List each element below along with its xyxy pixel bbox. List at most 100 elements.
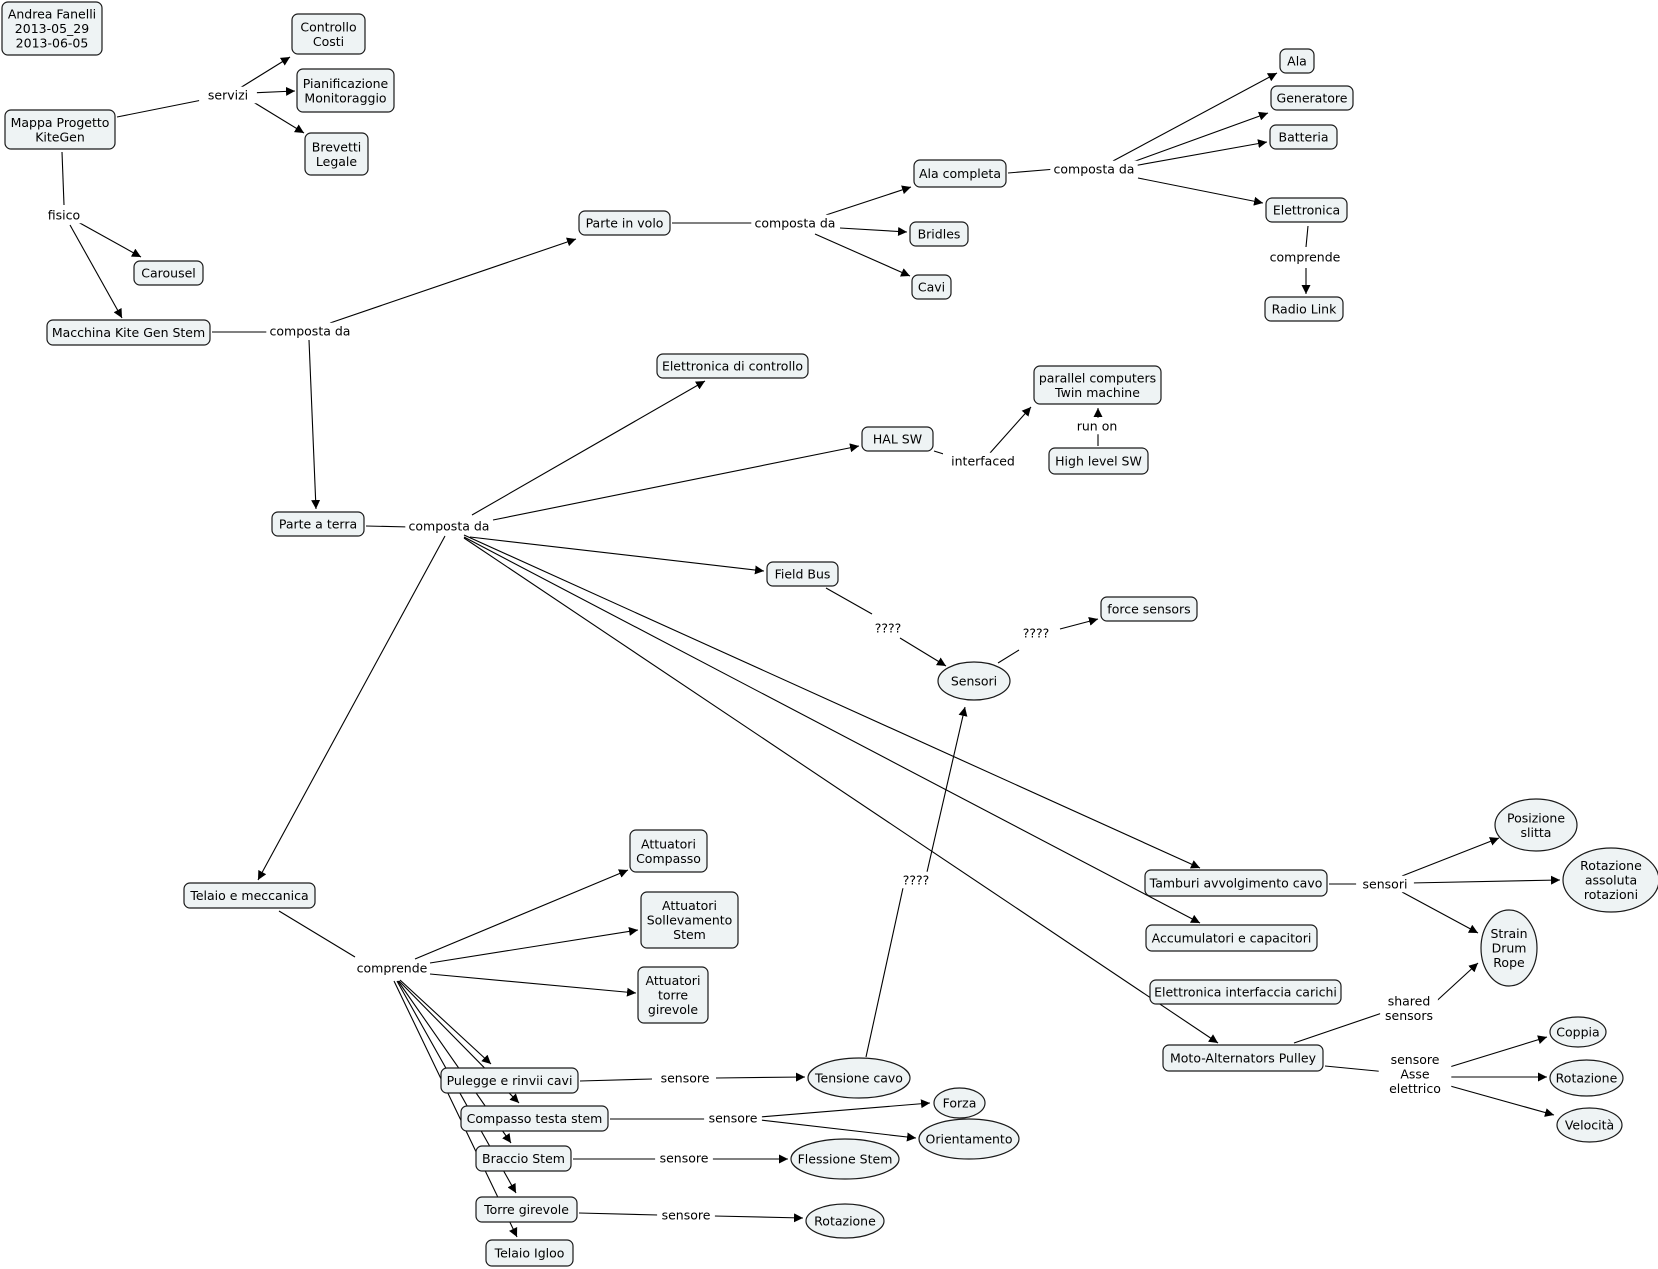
concept-field-bus[interactable]: Field Bus: [766, 561, 839, 587]
connector-line: [116, 98, 208, 118]
concept-shape: [1162, 1044, 1324, 1072]
concept-compasso-testa[interactable]: Compasso testa stem: [460, 1105, 609, 1132]
concept-label: Generatore: [1277, 91, 1348, 106]
concept-shape: [1264, 296, 1344, 322]
linking-phrase-sensore-braccio: sensore: [655, 1149, 713, 1167]
concept-label: Torre girevole: [483, 1202, 569, 1217]
concept-label: Bridles: [918, 227, 961, 242]
concept-shape: [1145, 924, 1318, 952]
linking-phrase-bg: [656, 1069, 714, 1087]
linking-phrase-label: ????: [1023, 626, 1050, 641]
concept-coppia[interactable]: Coppia: [1549, 1016, 1607, 1048]
concept-rotazione-r[interactable]: Rotazione: [1549, 1059, 1624, 1097]
concept-shape: [1269, 124, 1338, 150]
concept-tamburi[interactable]: Tamburi avvolgimento cavo: [1144, 869, 1328, 897]
linking-phrase-sensore-pulegge: sensore: [656, 1069, 714, 1087]
connector-line: [393, 980, 518, 1238]
concept-shape: [4, 109, 116, 150]
concept-flessione[interactable]: Flessione Stem: [790, 1138, 900, 1180]
concept-shape: [807, 1057, 911, 1099]
linking-phrase-label: fisico: [48, 208, 80, 223]
concept-shape: [913, 159, 1007, 188]
concept-label: Velocità: [1565, 1118, 1614, 1133]
concept-label: Carousel: [141, 266, 196, 281]
concept-label: Elettronica di controllo: [662, 359, 803, 374]
concept-hal-sw[interactable]: HAL SW: [861, 426, 934, 452]
connector-line: [1059, 616, 1099, 630]
connector-line: [713, 1213, 804, 1223]
connector-line: [759, 1119, 917, 1142]
linking-phrase-q-force: ????: [1018, 624, 1054, 642]
concept-ala[interactable]: Ala: [1279, 48, 1315, 74]
connector-line: [578, 1212, 659, 1216]
connector-line: [825, 587, 873, 615]
linking-phrase-label: ????: [903, 873, 930, 888]
linking-phrase-bg: [199, 86, 257, 104]
concept-shape: [1279, 48, 1315, 74]
concept-pulegge[interactable]: Pulegge e rinvii cavi: [440, 1067, 579, 1094]
concept-forza[interactable]: Forza: [933, 1087, 986, 1119]
concept-tensione[interactable]: Tensione cavo: [807, 1057, 911, 1099]
linking-phrase-bg: [751, 214, 839, 232]
concept-elettronica-controllo[interactable]: Elettronica di controllo: [656, 353, 809, 379]
linking-phrase-label: sensore: [662, 1208, 711, 1223]
concept-braccio[interactable]: Braccio Stem: [475, 1145, 572, 1172]
concept-force-sensors[interactable]: force sensors: [1100, 596, 1198, 622]
concept-orientamento[interactable]: Orientamento: [918, 1118, 1020, 1160]
linking-phrase-composta-volo: composta da: [751, 214, 839, 232]
concept-accumulatori[interactable]: Accumulatori e capacitori: [1145, 924, 1318, 952]
linking-phrase-q-tensione: ????: [898, 871, 934, 889]
linking-phrase-label: sensore: [709, 1111, 758, 1126]
linking-phrase-bg: [1071, 417, 1123, 435]
concept-shape: [1480, 909, 1538, 987]
concept-cavi[interactable]: Cavi: [911, 274, 952, 300]
concept-elettronica-carichi[interactable]: Elettronica interfaccia carichi: [1149, 979, 1342, 1005]
concept-batteria[interactable]: Batteria: [1269, 124, 1338, 150]
concept-rotazione-b[interactable]: Rotazione: [805, 1203, 885, 1239]
linking-phrase-label: comprende: [357, 961, 428, 976]
concept-carousel[interactable]: Carousel: [133, 260, 204, 286]
connector-line: [399, 979, 492, 1065]
concept-label: Elettronica: [1273, 203, 1340, 218]
linking-phrase-bg: [1018, 624, 1054, 642]
concept-generatore[interactable]: Generatore: [1270, 85, 1354, 111]
concept-sensori[interactable]: Sensori: [937, 661, 1011, 701]
concept-high-level[interactable]: High level SW: [1048, 447, 1149, 475]
concept-elettronica[interactable]: Elettronica: [1265, 197, 1348, 223]
concept-moto[interactable]: Moto-Alternators Pulley: [1162, 1044, 1324, 1072]
concept-shape: [271, 511, 365, 537]
concept-label: Elettronica interfaccia carichi: [1154, 985, 1337, 1000]
concept-shape: [440, 1067, 579, 1094]
connector-line: [1442, 1083, 1555, 1117]
concept-bridles[interactable]: Bridles: [909, 221, 969, 247]
concept-ala-completa[interactable]: Ala completa: [913, 159, 1007, 188]
concept-shape: [629, 829, 708, 873]
concept-telaio-igloo[interactable]: Telaio Igloo: [485, 1239, 574, 1267]
concept-parte-terra[interactable]: Parte a terra: [271, 511, 365, 537]
connector-line: [579, 1078, 653, 1082]
concept-torre[interactable]: Torre girevole: [475, 1196, 578, 1223]
linking-phrase-composta-macchina: composta da: [266, 322, 354, 340]
connector-line: [471, 380, 706, 516]
concept-telaio[interactable]: Telaio e meccanica: [183, 882, 316, 909]
concept-velocita[interactable]: Velocità: [1556, 1107, 1623, 1143]
concept-macchina[interactable]: Macchina Kite Gen Stem: [46, 319, 211, 346]
concept-radio-link[interactable]: Radio Link: [1264, 296, 1344, 322]
concept-parte-volo[interactable]: Parte in volo: [578, 210, 671, 236]
